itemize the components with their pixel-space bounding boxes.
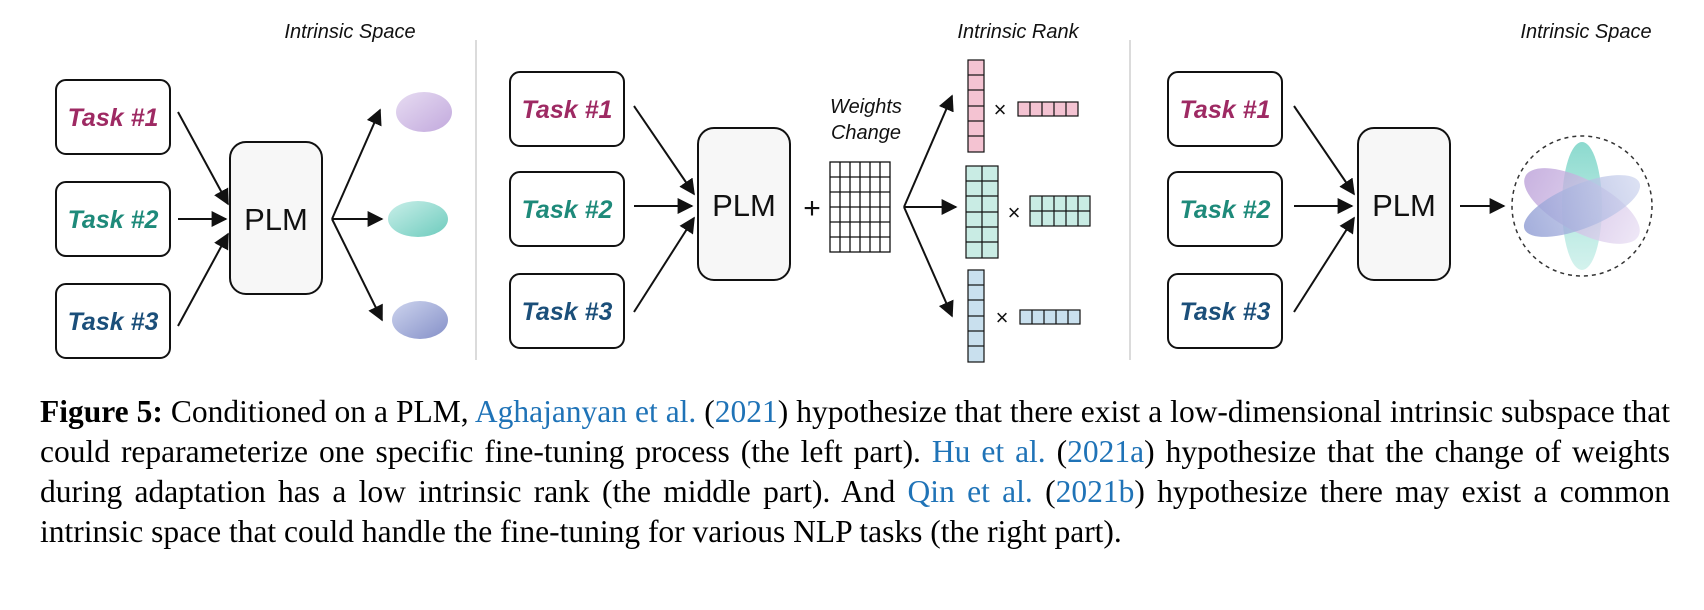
left-plm-label: PLM xyxy=(244,202,308,237)
left-panel-title: Intrinsic Space xyxy=(284,21,415,43)
caption-label: Figure 5: xyxy=(40,394,163,429)
citation-aghajanyan-year[interactable]: 2021 xyxy=(714,394,778,429)
right-plm-label: PLM xyxy=(1372,188,1436,223)
right-task-3-label: Task #3 xyxy=(1180,298,1271,326)
right-plm-box xyxy=(1357,127,1451,281)
right-task-2-label: Task #2 xyxy=(1180,196,1271,224)
citation-qin-year[interactable]: 2021b xyxy=(1055,474,1135,509)
plus-symbol: + xyxy=(803,192,821,225)
rank-arrow-3 xyxy=(903,206,954,318)
middle-plm-label: PLM xyxy=(712,188,776,223)
citation-hu-open: ( xyxy=(1045,434,1068,469)
left-panel: Intrinsic Space Task #1 Task #2 Task #3 … xyxy=(55,21,452,359)
left-task-3-label: Task #3 xyxy=(68,308,159,336)
citation-aghajanyan-open: ( xyxy=(696,394,715,429)
citation-aghajanyan-author[interactable]: Aghajanyan et al. xyxy=(474,394,697,429)
middle-task-3-box xyxy=(509,273,625,349)
caption-text-4: ) hypothesize there may exist a common i… xyxy=(40,474,1670,549)
middle-arrow-task3 xyxy=(633,216,695,313)
middle-task-2-box xyxy=(509,171,625,247)
weights-change-label-line1: Weights xyxy=(830,96,902,118)
right-panel-title: Intrinsic Space xyxy=(1520,21,1651,43)
left-out-arrow-1 xyxy=(331,108,382,220)
left-out-arrow-3 xyxy=(331,218,383,322)
weights-change-label-line2: Change xyxy=(831,122,901,144)
caption-text-2: ) hypothesize that there exist a low-dim… xyxy=(40,394,1670,469)
left-intrinsic-blob-3 xyxy=(392,301,448,339)
right-task-1-label: Task #1 xyxy=(1180,96,1271,124)
weights-change-matrix xyxy=(829,161,891,253)
citation-hu-year[interactable]: 2021a xyxy=(1067,434,1145,469)
caption-text-3: ) hypothesize that the change of weights… xyxy=(40,434,1671,509)
middle-panel: Intrinsic Rank Task #1 Task #2 Task #3 P… xyxy=(509,21,1091,363)
middle-task-1-box xyxy=(509,71,625,147)
right-panel: Intrinsic Space Task #1 Task #2 Task #3 … xyxy=(1167,21,1653,349)
middle-panel-title: Intrinsic Rank xyxy=(957,21,1079,43)
right-task-3-box xyxy=(1167,273,1283,349)
citation-hu-author[interactable]: Hu et al. xyxy=(931,434,1046,469)
left-intrinsic-blob-1 xyxy=(396,92,452,132)
caption-text-1: Conditioned on a PLM, xyxy=(162,394,475,429)
times-symbol-3: × xyxy=(996,305,1009,330)
middle-task-1-label: Task #1 xyxy=(522,96,613,124)
figure-diagram: Intrinsic Space Task #1 Task #2 Task #3 … xyxy=(55,21,1653,363)
middle-plm-box xyxy=(697,127,791,281)
left-task-2-box xyxy=(55,181,171,257)
left-arrow-task1 xyxy=(177,111,229,206)
left-task-1-box xyxy=(55,79,171,155)
low-rank-pair-1 xyxy=(967,59,1079,153)
low-rank-pair-2 xyxy=(965,165,1091,259)
citation-qin-open: ( xyxy=(1032,474,1056,509)
right-task-1-box xyxy=(1167,71,1283,147)
left-plm-box xyxy=(229,141,323,295)
right-arrow-task1 xyxy=(1293,105,1355,196)
times-symbol-2: × xyxy=(1008,200,1021,225)
left-intrinsic-blob-2 xyxy=(388,201,448,237)
middle-arrow-task1 xyxy=(633,105,695,196)
citation-qin-author[interactable]: Qin et al. xyxy=(907,474,1033,509)
left-task-3-box xyxy=(55,283,171,359)
left-task-2-label: Task #2 xyxy=(68,206,159,234)
common-intrinsic-space xyxy=(1511,135,1653,277)
middle-task-2-label: Task #2 xyxy=(522,196,613,224)
left-task-1-label: Task #1 xyxy=(68,104,159,132)
left-arrow-task3 xyxy=(177,232,229,327)
middle-task-3-label: Task #3 xyxy=(522,298,613,326)
right-task-2-box xyxy=(1167,171,1283,247)
right-arrow-task3 xyxy=(1293,216,1355,313)
rank-arrow-1 xyxy=(903,94,954,208)
figure-caption: Figure 5: Conditioned on a PLM, Aghajany… xyxy=(40,392,1670,552)
low-rank-pair-3 xyxy=(967,269,1081,363)
times-symbol-1: × xyxy=(994,97,1007,122)
